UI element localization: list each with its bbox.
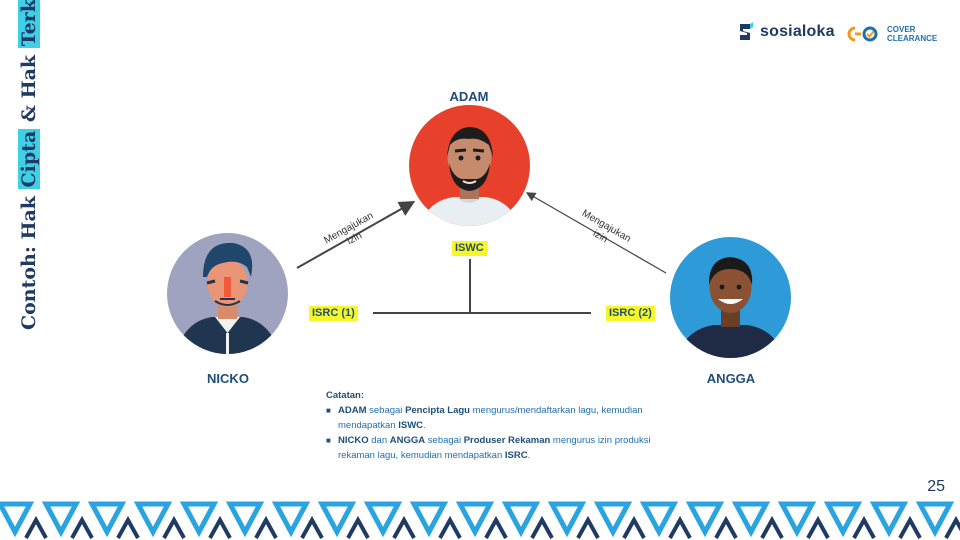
pattern-chevron-up xyxy=(898,515,922,539)
pattern-chevron-up xyxy=(714,515,738,539)
pattern-triangle-down xyxy=(639,501,679,538)
pattern-triangle-down xyxy=(317,501,357,538)
pattern-triangle-down xyxy=(87,501,127,538)
sosialoka-logo: sosialoka xyxy=(738,22,835,42)
notes-item-1: ■ ADAM sebagai Pencipta Lagu mengurus/men… xyxy=(326,403,656,433)
pattern-chevron-up xyxy=(254,515,278,539)
avatar-adam xyxy=(409,105,530,226)
pattern-chevron-up xyxy=(300,515,324,539)
pattern-triangle-down xyxy=(271,501,311,538)
pattern-chevron-up xyxy=(622,515,646,539)
pattern-triangle-down xyxy=(409,501,449,538)
bullet-square-icon: ■ xyxy=(326,406,331,415)
notes-item2-name1: NICKO xyxy=(338,435,369,446)
pattern-triangle-down xyxy=(501,501,541,538)
pattern-triangle-down xyxy=(179,501,219,538)
notes-item2-mid: sebagai xyxy=(425,435,464,446)
pattern-triangle-down xyxy=(225,501,265,538)
avatar-angga xyxy=(670,237,791,358)
notes-item2-code: ISRC xyxy=(504,450,528,461)
pattern-chevron-up xyxy=(484,515,508,539)
pattern-triangle-down xyxy=(777,501,817,538)
pattern-chevron-up xyxy=(392,515,416,539)
arrow-angga-to-adam xyxy=(525,192,667,274)
pattern-triangle-down xyxy=(133,501,173,538)
pattern-triangle-down xyxy=(363,501,403,538)
pattern-triangle-down xyxy=(731,501,771,538)
notes-item1-code: ISWC xyxy=(398,420,424,431)
pattern-chevron-up xyxy=(530,515,554,539)
pattern-triangle-down xyxy=(41,501,81,538)
tag-isrc-1: ISRC (1) xyxy=(309,306,358,321)
pattern-chevron-up xyxy=(760,515,784,539)
pattern-triangle-down xyxy=(869,501,909,538)
pattern-triangle-down xyxy=(455,501,495,538)
pattern-chevron-up xyxy=(346,515,370,539)
pattern-chevron-up xyxy=(208,515,232,539)
notes-item2-text: mengurus izin produksi rekaman lagu, kem… xyxy=(338,435,651,461)
pattern-chevron-up xyxy=(162,515,186,539)
notes-item2-end: . xyxy=(527,450,531,461)
pattern-triangle-down xyxy=(593,501,633,538)
notes-item1-name: ADAM xyxy=(338,405,367,416)
node-label-angga: ANGGA xyxy=(706,371,756,386)
sosialoka-logo-mark-icon xyxy=(740,22,753,40)
bottom-triangle-pattern xyxy=(0,501,960,539)
pattern-chevron-up xyxy=(438,515,462,539)
pattern-chevron-up xyxy=(852,515,876,539)
notes-item2-name2: ANGGA xyxy=(389,435,426,446)
cover-clearance-logo-mark-icon xyxy=(847,26,878,42)
pattern-triangle-down xyxy=(915,501,955,538)
node-label-adam: ADAM xyxy=(449,89,489,104)
pattern-chevron-up xyxy=(668,515,692,539)
arrow-nicko-to-adam xyxy=(296,201,416,269)
notes-item1-role: Pencipta Lagu xyxy=(405,405,470,416)
bullet-square-icon: ■ xyxy=(326,436,331,445)
notes-item1-mid: sebagai xyxy=(366,405,406,416)
pattern-chevron-up xyxy=(116,515,140,539)
pattern-chevron-up xyxy=(24,515,48,539)
sosialoka-logo-text: sosialoka xyxy=(760,23,835,40)
pattern-chevron-up xyxy=(806,515,830,539)
pattern-triangle-down xyxy=(0,501,35,538)
notes-item1-text: mengurus/mendaftarkan lagu, kemudian men… xyxy=(338,405,643,431)
tag-isrc-2: ISRC (2) xyxy=(606,306,655,321)
cover-clearance-logo: COVER CLEARANCE xyxy=(844,24,937,44)
cover-clearance-logo-text: COVER CLEARANCE xyxy=(887,25,937,43)
pattern-triangle-down xyxy=(547,501,587,538)
notes-item2-and: dan xyxy=(368,435,390,446)
cover-logo-line1: COVER xyxy=(887,25,916,34)
avatar-nicko xyxy=(167,233,288,354)
avatar-nicko-illustration xyxy=(167,233,288,354)
pattern-chevron-up xyxy=(944,515,960,539)
pattern-triangle-down xyxy=(823,501,863,538)
notes-item1-end: . xyxy=(423,420,426,431)
notes-heading: Catatan: xyxy=(326,390,365,401)
avatar-adam-illustration xyxy=(409,105,530,226)
pattern-chevron-up xyxy=(576,515,600,539)
avatar-angga-illustration xyxy=(670,237,791,358)
notes-box: Catatan: ■ ADAM sebagai Pencipta Lagu men… xyxy=(326,388,656,463)
cover-logo-line2: CLEARANCE xyxy=(887,34,938,43)
node-label-nicko: NICKO xyxy=(207,371,249,386)
notes-item2-role: Produser Rekaman xyxy=(463,435,551,446)
notes-item-2: ■ NICKO dan ANGGA sebagai Produser Rekama… xyxy=(326,433,656,463)
page-number: 25 xyxy=(927,478,945,495)
tag-iswc: ISWC xyxy=(452,241,487,256)
pattern-chevron-up xyxy=(70,515,94,539)
pattern-triangle-down xyxy=(685,501,725,538)
